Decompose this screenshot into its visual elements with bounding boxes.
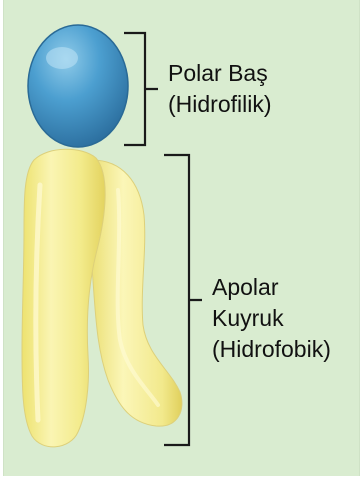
head-bracket (124, 33, 158, 145)
apolar-tail-label: Apolar Kuyruk (Hidrofobik) (212, 272, 331, 365)
polar-head-shape (28, 25, 128, 147)
polar-head-label: Polar Baş (Hidrofilik) (168, 58, 272, 120)
apolar-tail-label-line3: (Hidrofobik) (212, 334, 331, 365)
polar-head-highlight (46, 47, 78, 69)
polar-head-label-line2: (Hidrofilik) (168, 89, 272, 120)
polar-head-label-line1: Polar Baş (168, 58, 272, 89)
apolar-tail-label-line2: Kuyruk (212, 303, 331, 334)
apolar-tail-label-line1: Apolar (212, 272, 331, 303)
